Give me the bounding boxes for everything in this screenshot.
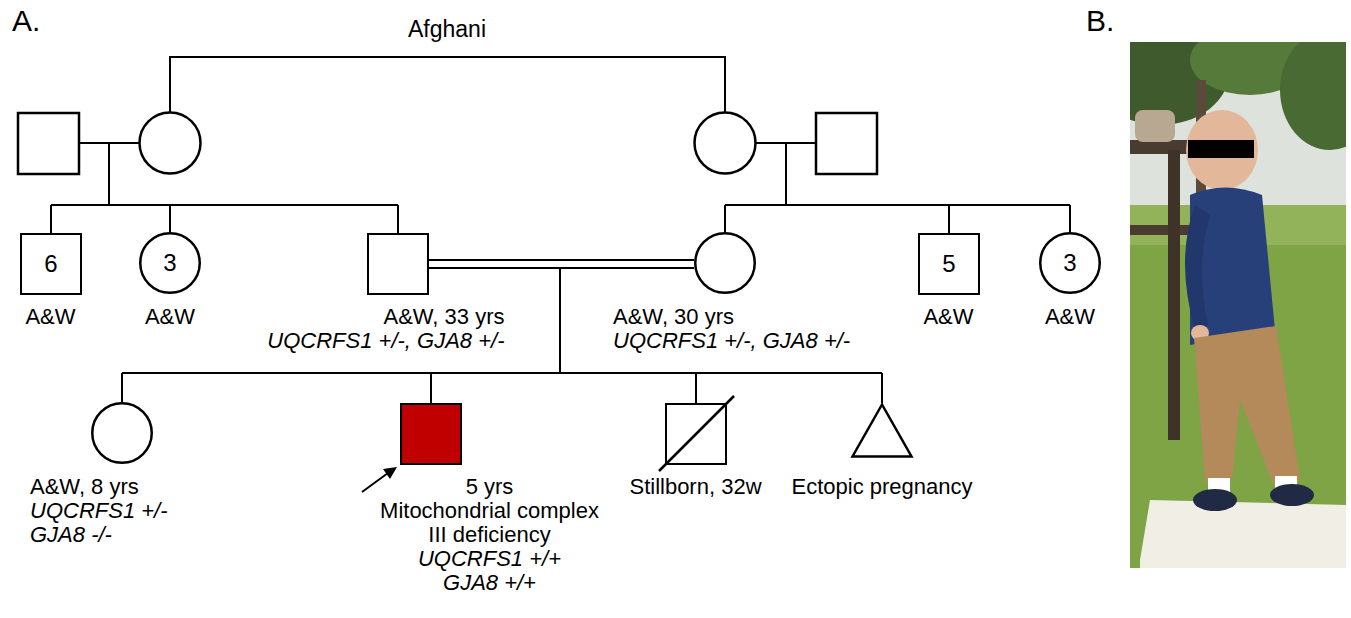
sibling-count: 3 xyxy=(163,251,176,275)
sibship-line xyxy=(122,372,882,374)
status-text: Mitochondrial complex III deficiency xyxy=(374,499,606,547)
annotation-block: A&W, 8 yrsUQCRFS1 +/-GJA8 -/- xyxy=(30,475,200,547)
tree-foliage xyxy=(1280,42,1346,150)
circle-shape xyxy=(695,233,755,293)
mother-circle: A&W, 30 yrsUQCRFS1 +/-, GJA8 +/- xyxy=(694,232,756,294)
consanguinity-line xyxy=(429,260,694,268)
genotype-text: UQCRFS1 +/-, GJA8 +/- xyxy=(245,329,505,353)
blanket xyxy=(1140,500,1346,568)
circle-outline xyxy=(694,232,756,294)
descent-line xyxy=(108,143,110,205)
grandmother-circle xyxy=(140,113,201,174)
annotation-block: Stillborn, 32w xyxy=(616,475,776,499)
sibship-line xyxy=(725,204,1070,206)
triangle-shape xyxy=(853,405,912,457)
status-text: A&W, 8 yrs xyxy=(30,475,200,499)
status-text: A&W, 33 yrs xyxy=(245,305,505,329)
child-shoe xyxy=(1193,489,1237,511)
genotype-text: GJA8 -/- xyxy=(30,523,200,547)
circle-shape xyxy=(140,233,200,293)
panel-letter: A. xyxy=(12,4,40,38)
sibling-circle: 3A&W xyxy=(139,232,201,294)
sibling-drops xyxy=(51,205,398,233)
child-arm xyxy=(1185,205,1210,330)
basket xyxy=(1135,110,1175,142)
annotation-block: A&W xyxy=(1,305,101,329)
sibling-drops xyxy=(725,205,1070,233)
status-text: A&W xyxy=(120,305,220,329)
sibling-link xyxy=(170,57,725,112)
triangle-outline xyxy=(851,403,913,458)
status-text: Ectopic pregnancy xyxy=(782,475,982,499)
sibling-drops xyxy=(122,373,882,403)
grandfather-square xyxy=(18,113,79,174)
genotype-text: UQCRFS1 +/+ xyxy=(374,547,606,571)
sibship-line xyxy=(51,204,398,206)
sibling-count: 3 xyxy=(1063,251,1076,275)
panel-letter: B. xyxy=(1086,4,1114,38)
annotation-block: A&W xyxy=(1020,305,1120,329)
proband-arrowhead xyxy=(383,467,397,479)
grandmother-circle xyxy=(695,113,756,174)
symbol-inner: 3 xyxy=(139,232,201,294)
descent-line xyxy=(785,143,787,205)
sibling-square: 5A&W xyxy=(918,233,980,295)
stillborn-square: Stillborn, 32w xyxy=(665,403,727,465)
privacy-bar xyxy=(1188,140,1254,158)
picnic-table-leg xyxy=(1168,150,1180,440)
annotation-block: 5 yrsMitochondrial complex III deficienc… xyxy=(374,475,606,595)
status-text: 5 yrs xyxy=(374,475,606,499)
annotation-block: A&W xyxy=(899,305,999,329)
status-text: A&W xyxy=(1,305,101,329)
circle-shape xyxy=(92,403,152,463)
annotation-block: A&W, 33 yrsUQCRFS1 +/-, GJA8 +/- xyxy=(245,305,505,353)
child-head xyxy=(1186,110,1258,190)
deceased-slash xyxy=(665,403,727,465)
descent-line xyxy=(559,268,561,373)
status-text: A&W xyxy=(1020,305,1120,329)
circle-shape xyxy=(1040,233,1100,293)
genotype-text: UQCRFS1 +/-, GJA8 +/- xyxy=(613,329,873,353)
circle-outline xyxy=(91,402,153,464)
annotation-block: Ectopic pregnancy xyxy=(782,475,982,499)
status-text: Stillborn, 32w xyxy=(616,475,776,499)
pregnancy-triangle: Ectopic pregnancy xyxy=(851,403,913,458)
child-shoe xyxy=(1270,484,1314,506)
genotype-text: GJA8 +/+ xyxy=(374,571,606,595)
ethnicity-label: Afghani xyxy=(408,16,486,43)
grandfather-square xyxy=(816,113,877,174)
mating-line xyxy=(429,267,694,269)
mating-line xyxy=(429,259,694,261)
sibling-count: 5 xyxy=(942,252,955,276)
status-text: A&W xyxy=(899,305,999,329)
sibling-circle: 3A&W xyxy=(1039,232,1101,294)
annotation-block: A&W, 30 yrsUQCRFS1 +/-, GJA8 +/- xyxy=(613,305,873,353)
proband-arrow xyxy=(362,473,388,492)
proband-square: 5 yrsMitochondrial complex III deficienc… xyxy=(400,403,462,465)
child-trousers xyxy=(1194,326,1300,488)
symbol-inner: 3 xyxy=(1039,232,1101,294)
sibling-square: 6A&W xyxy=(20,233,82,295)
symbol-inner: 6 xyxy=(22,235,80,293)
annotation-block: A&W xyxy=(120,305,220,329)
father-square: A&W, 33 yrsUQCRFS1 +/-, GJA8 +/- xyxy=(367,233,429,295)
sibling-count: 6 xyxy=(44,252,57,276)
genotype-text: UQCRFS1 +/- xyxy=(30,499,200,523)
symbol-inner: 5 xyxy=(920,235,978,293)
status-text: A&W, 30 yrs xyxy=(613,305,873,329)
daughter-circle: A&W, 8 yrsUQCRFS1 +/-GJA8 -/- xyxy=(91,402,153,464)
